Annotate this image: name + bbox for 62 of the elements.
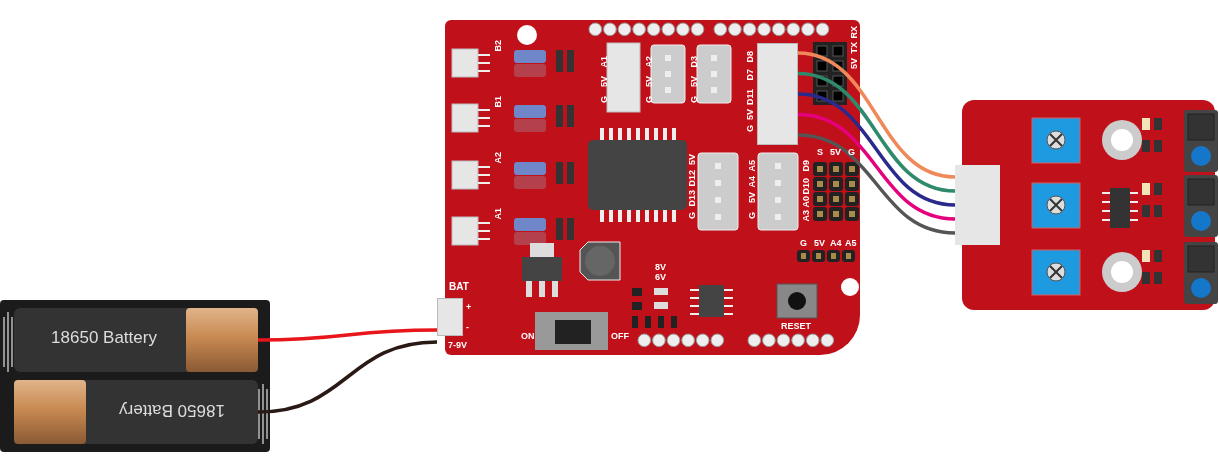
terminal-label: A1 — [493, 208, 503, 220]
pin-label: G — [800, 238, 807, 248]
pin-label: + — [466, 302, 472, 312]
pin-label: G — [747, 212, 757, 219]
pin-label: 5V — [745, 109, 755, 120]
wire — [797, 92, 956, 207]
wire — [797, 71, 956, 193]
switch-label: OFF — [611, 331, 629, 341]
pin-label: 5V — [599, 76, 609, 87]
pin-label: - — [466, 322, 469, 332]
pin-label: 5V — [747, 192, 757, 203]
pin-label: A3 — [801, 210, 811, 222]
pin-label: D10 — [801, 178, 811, 195]
pin-label: TX — [849, 42, 859, 54]
pin-label: 5V — [830, 147, 841, 157]
switch-label: ON — [521, 331, 535, 341]
pin-label: 5V — [644, 76, 654, 87]
pin-label: 5V — [689, 76, 699, 87]
pin-label: A0 — [801, 196, 811, 208]
jumper-label: 8V — [655, 262, 666, 272]
battery — [14, 308, 258, 372]
pin-label: 5V — [814, 238, 825, 248]
pin-label: D9 — [801, 160, 811, 172]
pin-label: S — [817, 147, 823, 157]
battery-label: 18650 Battery — [118, 400, 226, 420]
battery-holder — [0, 300, 270, 452]
wire — [257, 340, 438, 414]
pin-label: G — [687, 212, 697, 219]
wire — [797, 51, 956, 179]
terminal-label: B2 — [493, 40, 503, 52]
pin-label: G — [644, 96, 654, 103]
terminal-label: B1 — [493, 96, 503, 108]
battery-label: 18650 Battery — [50, 328, 158, 348]
pin-label: G — [745, 125, 755, 132]
pin-label: 5V — [687, 154, 697, 165]
jumper-label: 6V — [655, 272, 666, 282]
pin-label: D11 — [745, 89, 755, 105]
terminal-label: A2 — [493, 152, 503, 164]
pin-label: A2 — [644, 56, 654, 68]
wire — [258, 328, 437, 342]
battery — [14, 380, 258, 444]
button-label: RESET — [781, 321, 811, 331]
pin-label: G — [689, 96, 699, 103]
pin-label: D7 — [745, 69, 755, 81]
pin-label: G — [599, 96, 609, 103]
pin-label: D12 — [687, 170, 697, 187]
pin-label: A4 — [830, 238, 842, 248]
pin-label: 5V — [849, 58, 859, 69]
pin-label: 7-9V — [448, 340, 467, 350]
wire — [797, 112, 956, 221]
pin-label: G — [848, 147, 855, 157]
wire — [797, 133, 956, 235]
pin-label: D8 — [745, 51, 755, 63]
sensor-connector — [955, 165, 1000, 245]
pin-label: D13 — [687, 190, 697, 207]
pin-label: RX — [849, 26, 859, 39]
pin-label: D3 — [689, 56, 699, 68]
pin-label: A5 — [747, 160, 757, 172]
pin-label: A1 — [599, 56, 609, 68]
pin-label: A4 — [747, 176, 757, 188]
pin-label: A5 — [845, 238, 857, 248]
connector-label: BAT — [449, 282, 469, 292]
